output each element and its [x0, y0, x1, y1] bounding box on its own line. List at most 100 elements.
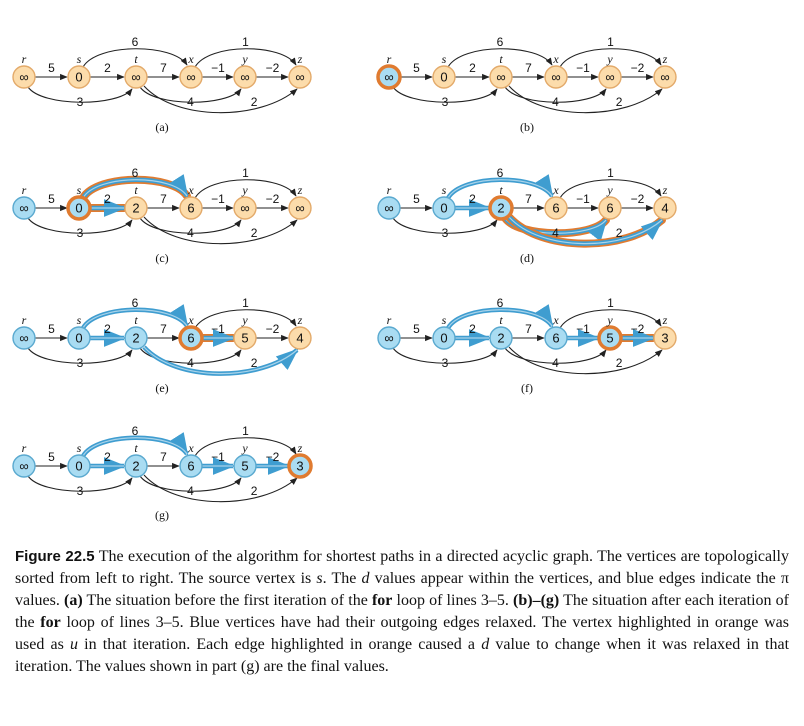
- part-a-label: (a): [64, 592, 83, 609]
- edge-weight-x-y: −1: [211, 61, 225, 75]
- edge-s-x: 6: [446, 296, 554, 330]
- vertex-circle-s: [432, 326, 456, 350]
- vertex-z: ∞z: [653, 52, 677, 89]
- edge-weight-t-x: 7: [160, 322, 167, 336]
- edge-line-t-y: [139, 475, 242, 492]
- vertex-circle-y: [598, 65, 622, 89]
- vertex-d-z: 4: [296, 331, 303, 346]
- edge-x-z: 1: [194, 296, 297, 329]
- edge-weight-s-t: 2: [104, 61, 111, 75]
- vertex-circle-s: [67, 326, 91, 350]
- vertex-label-t: t: [134, 441, 138, 455]
- edge-s-t: 2: [90, 322, 127, 347]
- vertex-y: ∞y: [233, 52, 257, 89]
- vertex-d-r: ∞: [19, 459, 28, 474]
- edge-weight-x-y: −1: [576, 61, 590, 75]
- edge-weight-t-y: 4: [187, 95, 194, 109]
- panel-label: (a): [155, 120, 168, 134]
- edge-y-z: −2: [617, 322, 657, 347]
- vertex-d-y: ∞: [240, 201, 249, 216]
- edge-weight-s-x: 6: [132, 296, 139, 310]
- edge-y-z: −2: [621, 61, 654, 81]
- vertex-d-y: 5: [606, 331, 613, 346]
- vertex-d-t: ∞: [131, 70, 140, 85]
- vertex-d-x: 6: [552, 331, 559, 346]
- edge-t-x: 7: [147, 61, 180, 81]
- vertex-y: ∞y: [598, 52, 622, 89]
- vertex-label-s: s: [77, 52, 82, 66]
- vertex-circle-x: [544, 326, 568, 350]
- edge-r-t: 3: [27, 217, 133, 240]
- vertex-label-z: z: [662, 313, 668, 327]
- edge-weight-x-y: −1: [211, 322, 225, 336]
- vertex-y: 5y: [233, 441, 257, 478]
- vertex-d-s: 0: [75, 331, 82, 346]
- edge-r-t: 3: [392, 217, 498, 240]
- edge-weight-t-z: 2: [251, 95, 258, 109]
- edge-line-r-t: [392, 217, 498, 234]
- vertex-d-s: 0: [75, 201, 82, 216]
- edge-x-z: 1: [559, 166, 662, 199]
- d-var-2: d: [481, 636, 490, 653]
- edge-weight-t-y: 4: [187, 226, 194, 240]
- edge-weight-r-s: 5: [48, 61, 55, 75]
- vertex-label-x: x: [187, 313, 194, 327]
- panel-label: (c): [155, 251, 168, 265]
- edge-weight-x-y: −1: [211, 450, 225, 464]
- vertex-d-x: ∞: [186, 70, 195, 85]
- edge-t-y: 4: [139, 475, 242, 498]
- vertex-circle-s: [432, 196, 456, 220]
- edge-weight-r-s: 5: [48, 192, 55, 206]
- edge-t-z: 2: [143, 85, 298, 114]
- vertex-d-z: ∞: [295, 70, 304, 85]
- edge-x-y: −1: [202, 61, 234, 81]
- vertex-circle-r: [377, 196, 401, 220]
- edge-t-y: 4: [139, 217, 242, 240]
- vertex-label-s: s: [77, 183, 82, 197]
- vertex-circle-z: [653, 65, 677, 89]
- vertex-label-y: y: [241, 313, 248, 327]
- vertex-circle-s: [432, 65, 456, 89]
- edge-y-z: −2: [621, 192, 654, 212]
- edge-weight-x-z: 1: [607, 35, 614, 49]
- edge-weight-t-y: 4: [187, 484, 194, 498]
- vertex-d-r: ∞: [384, 201, 393, 216]
- edge-line-t-z: [508, 85, 663, 114]
- edge-x-y: −1: [567, 192, 599, 212]
- edge-weight-t-x: 7: [525, 61, 532, 75]
- edge-weight-t-y: 4: [552, 95, 559, 109]
- edge-t-x: 7: [512, 322, 545, 342]
- vertex-d-y: ∞: [605, 70, 614, 85]
- edge-core-s-x: [447, 309, 553, 329]
- edge-t-z: 2: [143, 216, 298, 245]
- edge-weight-r-s: 5: [48, 322, 55, 336]
- vertex-label-y: y: [606, 313, 613, 327]
- for-keyword-2: for: [40, 614, 61, 631]
- vertex-circle-z: [288, 196, 312, 220]
- edge-x-y: −1: [567, 322, 601, 347]
- vertex-circle-t: [488, 195, 514, 221]
- edge-weight-x-y: −1: [211, 192, 225, 206]
- vertex-y: 5y: [233, 313, 257, 350]
- edge-x-y: −1: [202, 450, 236, 475]
- edge-weight-t-z: 2: [616, 95, 623, 109]
- edge-weight-y-z: −2: [631, 322, 645, 336]
- edge-line-s-x: [82, 48, 188, 68]
- edge-t-x: 7: [147, 192, 180, 212]
- edge-r-t: 3: [392, 86, 498, 109]
- edge-x-y: −1: [567, 61, 599, 81]
- edge-line-t-y: [504, 347, 607, 364]
- edge-weight-s-t: 2: [469, 192, 476, 206]
- edge-s-x: 6: [82, 35, 188, 68]
- vertex-label-r: r: [387, 313, 392, 327]
- part-bg-label: (b)–(g): [513, 592, 560, 609]
- edge-line-s-x: [447, 48, 553, 68]
- vertex-z: 4z: [653, 183, 677, 220]
- edge-y-z: −2: [256, 322, 289, 342]
- vertex-label-r: r: [22, 441, 27, 455]
- edge-weight-x-z: 1: [242, 35, 249, 49]
- vertex-label-t: t: [499, 183, 503, 197]
- edge-t-x: 7: [147, 322, 180, 342]
